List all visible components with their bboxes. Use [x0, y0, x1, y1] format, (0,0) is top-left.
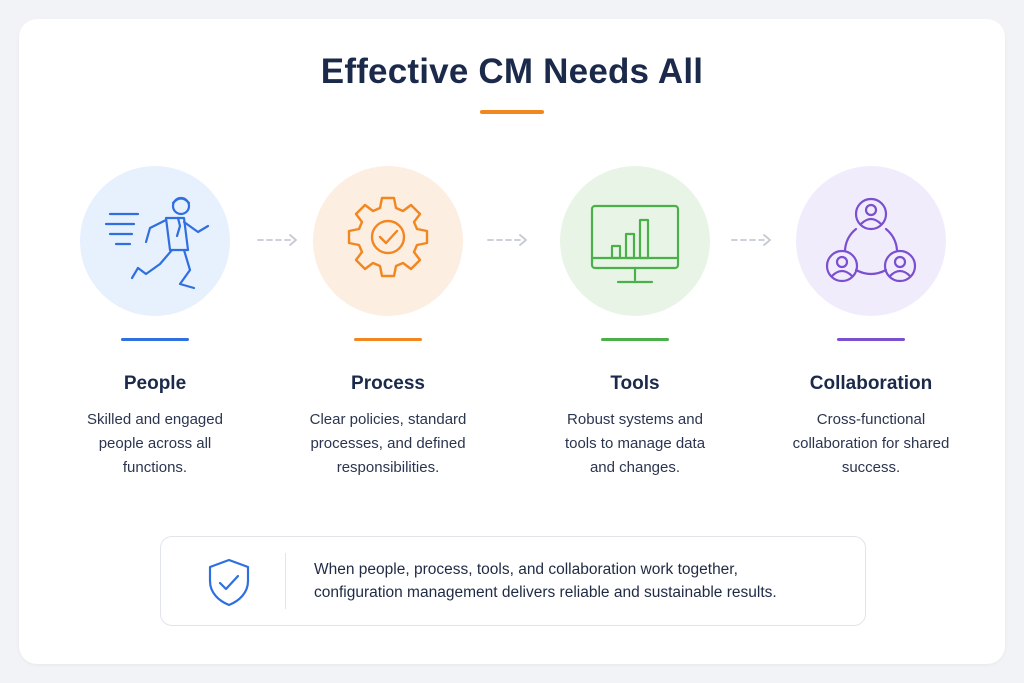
dashed-arrow-icon — [731, 234, 771, 246]
summary-text: When people, process, tools, and collabo… — [314, 558, 854, 604]
summary-box: When people, process, tools, and collabo… — [160, 536, 866, 626]
description-line: collaboration for shared — [792, 435, 950, 452]
pillar-process-description: Clear policies, standard processes, and … — [288, 408, 488, 480]
description-line: and changes. — [589, 459, 681, 476]
pillar-process-name: Process — [351, 373, 425, 394]
process-icon-circle — [313, 166, 463, 316]
running-person-icon — [104, 196, 210, 290]
shield-check-icon — [208, 558, 250, 607]
people-icon-circle — [80, 166, 230, 316]
pillar-people: People Skilled and engaged people across… — [55, 0, 255, 683]
description-line: Robust systems and — [567, 411, 703, 428]
monitor-chart-icon — [590, 204, 680, 284]
summary-line: configuration management delivers reliab… — [314, 584, 777, 601]
tools-icon-circle — [560, 166, 710, 316]
collaboration-icon-circle — [796, 166, 946, 316]
pillar-tools-name: Tools — [610, 373, 660, 394]
description-line: Clear policies, standard — [309, 411, 467, 428]
pillar-tools-description: Robust systems and tools to manage data … — [535, 408, 735, 480]
connected-people-icon — [825, 197, 917, 283]
tools-underline — [601, 338, 669, 341]
pillar-collaboration-name: Collaboration — [809, 373, 933, 394]
pillar-people-name: People — [123, 373, 187, 394]
title-underline — [480, 110, 544, 114]
process-underline — [354, 338, 422, 341]
description-line: tools to manage data — [564, 435, 706, 452]
summary-line: When people, process, tools, and collabo… — [314, 561, 738, 578]
people-underline — [121, 338, 189, 341]
dashed-arrow-icon — [487, 234, 527, 246]
description-line: people across all — [98, 435, 212, 452]
page-title: Effective CM Needs All — [320, 52, 704, 91]
pillar-collaboration: Collaboration Cross-functional collabora… — [771, 0, 971, 683]
description-line: Cross-functional — [816, 411, 926, 428]
summary-divider — [285, 553, 286, 609]
description-line: Skilled and engaged — [87, 411, 223, 428]
pillar-process: Process Clear policies, standard process… — [288, 0, 488, 683]
dashed-arrow-icon — [257, 234, 297, 246]
collaboration-underline — [837, 338, 905, 341]
pillar-collaboration-description: Cross-functional collaboration for share… — [771, 408, 971, 480]
description-line: responsibilities. — [336, 459, 440, 476]
description-line: processes, and defined — [310, 435, 466, 452]
gear-check-icon — [347, 196, 429, 278]
pillar-tools: Tools Robust systems and tools to manage… — [535, 0, 735, 683]
description-line: success. — [841, 459, 901, 476]
pillar-people-description: Skilled and engaged people across all fu… — [55, 408, 255, 480]
description-line: functions. — [122, 459, 188, 476]
